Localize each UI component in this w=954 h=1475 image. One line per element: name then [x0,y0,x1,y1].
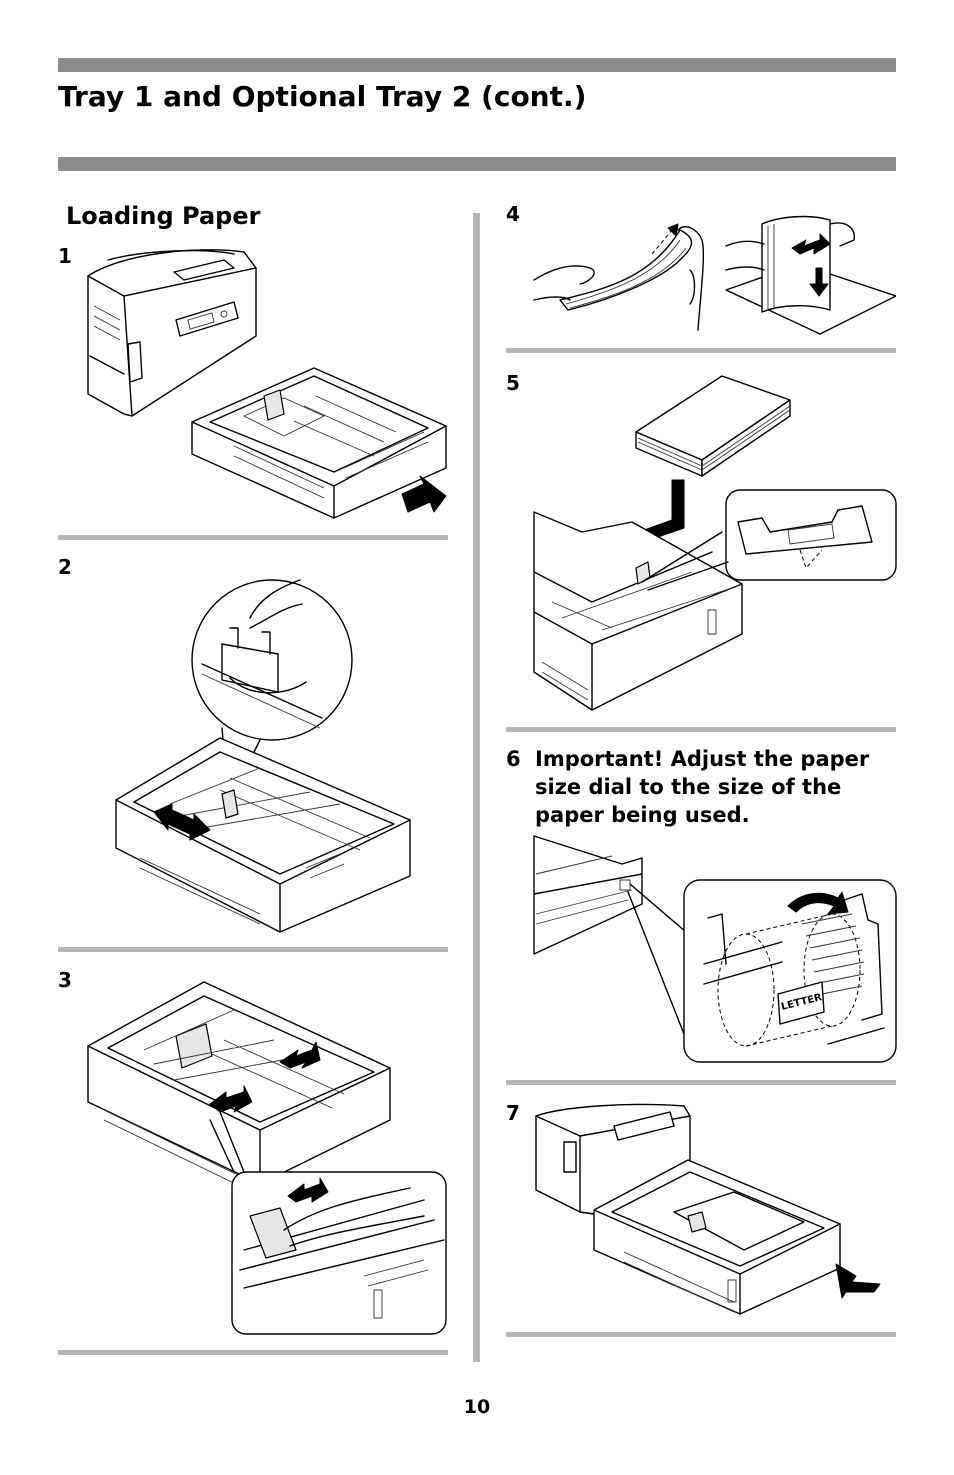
page-title: Tray 1 and Optional Tray 2 (cont.) [58,80,587,113]
separator-after-step-1 [58,535,448,540]
separator-after-step-6 [506,1080,896,1085]
section-heading: Loading Paper [66,202,261,230]
separator-after-step-3 [58,1350,448,1355]
figure-step-6-paper-size-dial: LETTER [532,834,898,1066]
separator-after-step-5 [506,727,896,732]
step-number-7: 7 [506,1101,520,1125]
figure-step-7-insert-tray [534,1102,884,1316]
step-6-instruction: Important! Adjust the paper size dial to… [535,747,870,827]
header-bottom-bar [58,157,896,171]
page-number: 10 [463,1396,491,1418]
column-divider [473,213,480,1362]
separator-after-step-7 [506,1332,896,1337]
separator-after-step-2 [58,947,448,952]
step-number-2: 2 [58,555,72,579]
figure-step-5-load-paper-stack [532,372,898,716]
figure-step-4-fan-paper [530,200,896,338]
step-number-3: 3 [58,968,72,992]
separator-after-step-4 [506,348,896,353]
step-number-1: 1 [58,244,72,268]
step-number-5: 5 [506,371,520,395]
figure-step-1-printer-tray-pulled [84,246,448,526]
header-top-bar [58,58,896,72]
step-number-4: 4 [506,202,520,226]
step-number-6: 6 [506,747,521,771]
figure-step-3-adjust-rear-guide [84,980,448,1338]
figure-step-2-adjust-side-guides [110,568,420,936]
